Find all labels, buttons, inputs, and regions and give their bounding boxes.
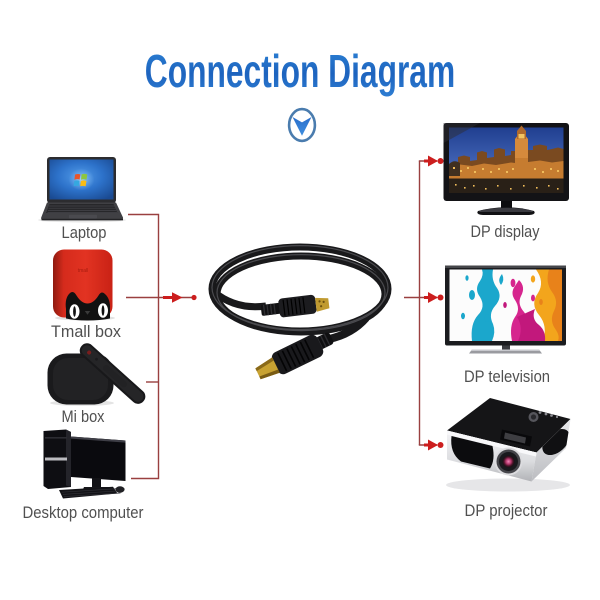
svg-text:tmall: tmall	[78, 268, 89, 274]
